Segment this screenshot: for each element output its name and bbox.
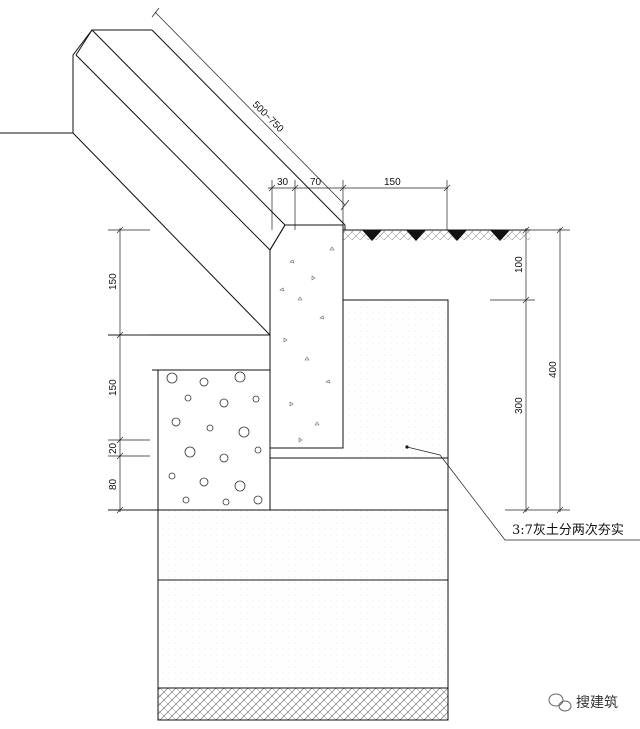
gravel-bed	[108, 334, 271, 511]
curb-stone	[269, 224, 344, 449]
dim-30: 30	[277, 177, 289, 188]
right-dimension-chain: 100 300 400	[490, 226, 570, 514]
concrete-base	[269, 299, 449, 510]
dim-left-20: 20	[108, 442, 119, 454]
left-dimension-chain: 150 150 20 80	[108, 226, 150, 514]
dim-150: 150	[384, 177, 401, 188]
watermark: 搜建筑	[548, 693, 618, 712]
dim-70: 70	[310, 177, 322, 188]
dim-left-80: 80	[108, 478, 119, 490]
wechat-icon	[548, 693, 572, 712]
dim-right-100: 100	[514, 256, 525, 273]
fill-annotation: 3:7灰土分两次夯实	[512, 522, 624, 538]
slope-length-label: 500~750	[250, 99, 286, 135]
slope-revetment	[72, 29, 346, 336]
dim-right-300: 300	[514, 397, 525, 414]
subgrade	[157, 687, 449, 721]
dim-right-400: 400	[548, 361, 559, 378]
dim-left-150-lower: 150	[108, 379, 119, 396]
lime-soil-layers	[108, 509, 449, 720]
dim-left-150-upper: 150	[108, 273, 119, 290]
annotation-leader: 3:7灰土分两次夯实	[405, 445, 640, 541]
watermark-text: 搜建筑	[576, 695, 618, 711]
ground-surface	[343, 229, 530, 241]
top-dimension-chain: 30 70 150	[268, 177, 451, 230]
